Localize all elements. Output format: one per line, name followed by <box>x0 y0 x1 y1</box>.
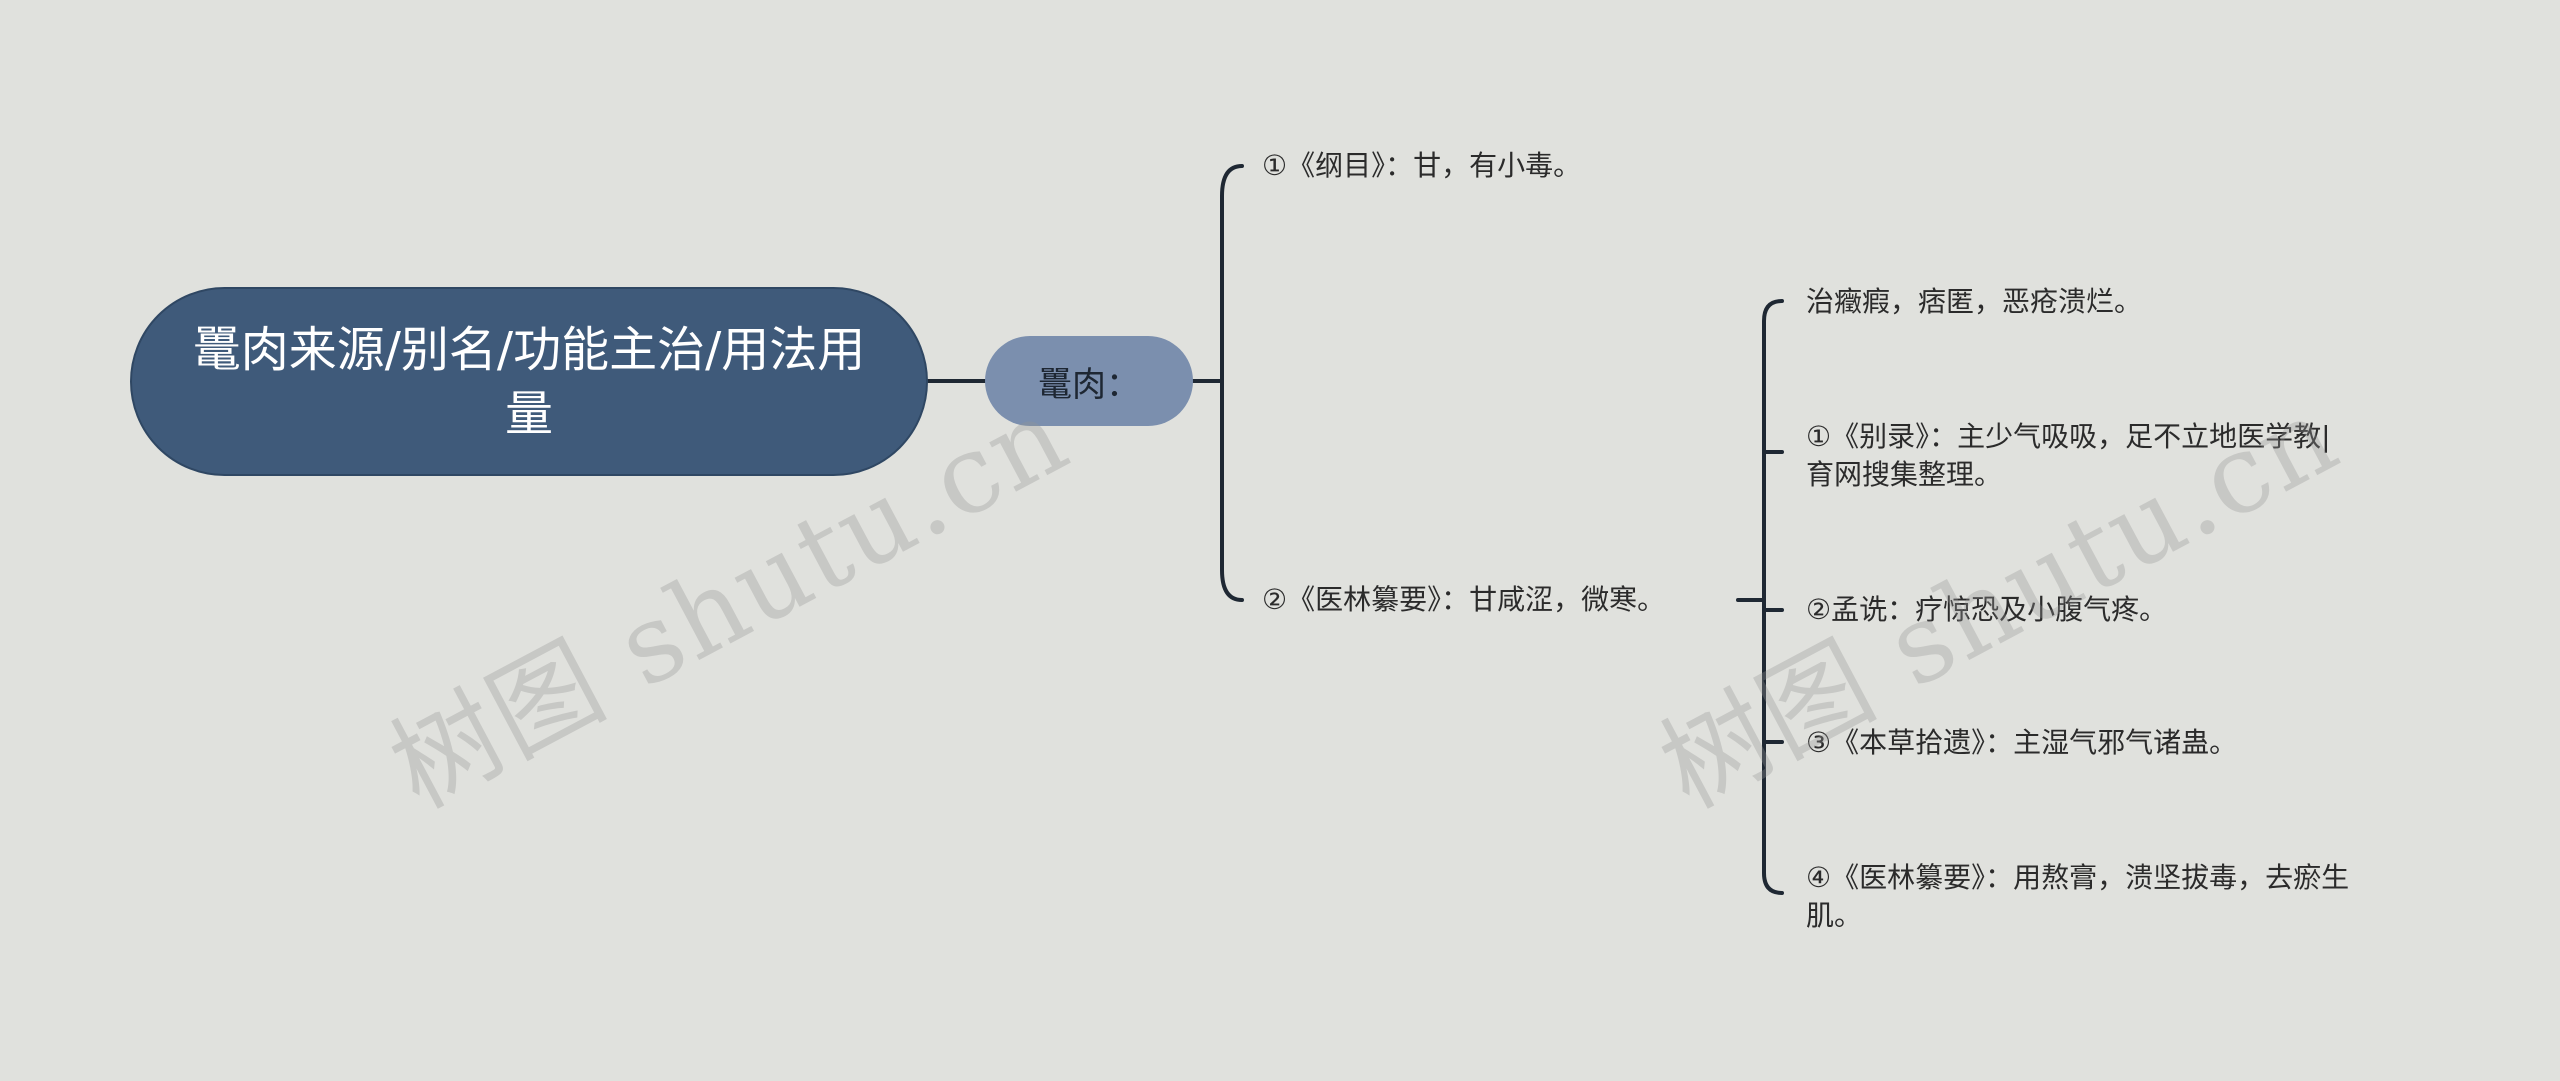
sub-node-2[interactable]: ①《别录》：主少气吸吸，足不立地医学教| 育网搜集整理。 <box>1806 420 2331 491</box>
sub-node-5[interactable]: ④《医林纂要》：用熬膏，溃坚拔毒，去瘀生 肌。 <box>1806 861 2350 932</box>
topic-node[interactable]: 鼍肉： <box>985 336 1193 426</box>
sub-node-1[interactable]: 治癥瘕，痞匿，恶疮溃烂。 <box>1806 285 2143 318</box>
root-node-label: 鼍肉来源/别名/功能主治/用法用量 <box>192 321 866 442</box>
branch-node-2[interactable]: ②《医林纂要》：甘咸涩，微寒。 <box>1262 583 1666 616</box>
topic-node-label: 鼍肉： <box>1038 364 1140 405</box>
sub-node-4[interactable]: ③《本草拾遗》：主湿气邪气诸蛊。 <box>1806 726 2238 759</box>
root-node[interactable]: 鼍肉来源/别名/功能主治/用法用量 <box>130 287 928 476</box>
bracket-level1 <box>1220 164 1244 602</box>
bracket-level2 <box>1762 299 1784 895</box>
sub-node-3[interactable]: ②孟诜：疗惊恐及小腹气疼。 <box>1806 593 2168 626</box>
branch-node-1[interactable]: ①《纲目》：甘，有小毒。 <box>1262 149 1582 182</box>
